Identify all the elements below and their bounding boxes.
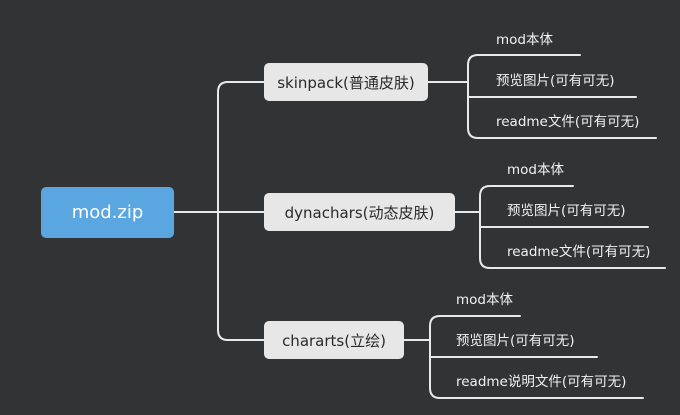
leaf-node[interactable]: readme文件(可有可无) (507, 244, 651, 260)
leaf-node[interactable]: mod本体 (456, 292, 513, 308)
leaf-node[interactable]: mod本体 (496, 32, 553, 48)
root-node[interactable]: mod.zip (41, 187, 174, 238)
leaf-node[interactable]: mod本体 (507, 162, 564, 178)
leaf-node[interactable]: readme文件(可有可无) (496, 114, 640, 130)
branch-node-dynachars[interactable]: dynachars(动态皮肤) (264, 193, 455, 231)
branch-node-label: dynachars(动态皮肤) (284, 203, 435, 222)
leaf-node[interactable]: 预览图片(可有可无) (507, 203, 626, 219)
root-node-label: mod.zip (71, 202, 144, 223)
branch-node-label: skinpack(普通皮肤) (277, 73, 415, 92)
leaf-node[interactable]: 预览图片(可有可无) (496, 73, 615, 89)
leaf-node[interactable]: 预览图片(可有可无) (456, 333, 575, 349)
branch-node-chararts[interactable]: chararts(立绘) (264, 321, 404, 359)
branch-node-skinpack[interactable]: skinpack(普通皮肤) (264, 63, 428, 101)
branch-node-label: chararts(立绘) (282, 331, 386, 350)
leaf-node[interactable]: readme说明文件(可有可无) (456, 374, 627, 390)
